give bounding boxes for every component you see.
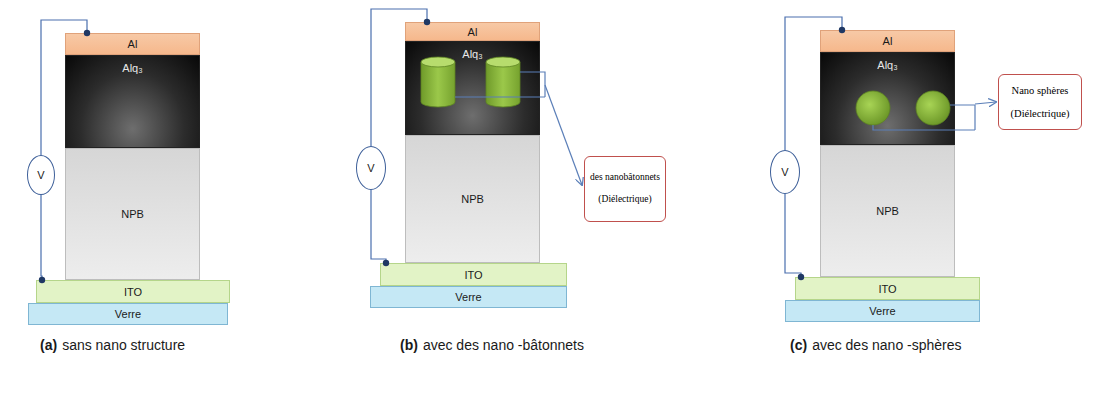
layer-label: NPB [876,205,899,217]
layer-label: Alq₃ [462,48,482,60]
layer-label: NPB [121,208,144,220]
layer-label: V [367,162,374,174]
layer-label: V [37,169,44,181]
layer-label: ITO [124,286,142,298]
glass-substrate: Verre [785,300,980,322]
hole-transport-layer: NPB [65,148,200,280]
callout-box: Nano sphères (Diélectrique) [998,74,1082,130]
emissive-layer: Alq₃ [65,55,200,148]
wire-path [371,190,386,263]
layer-label: Al [468,26,478,38]
layer-label: Verre [455,291,481,303]
anode-layer: ITO [380,263,567,286]
callout-text: des nanobâtonnets (Diélectrique) [588,167,662,211]
voltmeter: V [27,155,55,195]
figure-caption: (c) avec des nano -sphères [790,336,1020,355]
layer-label: Al [883,35,893,47]
voltmeter: V [356,146,386,190]
subfigure-letter: (c) [790,337,807,353]
layer-label: Alq₃ [877,59,897,71]
emissive-layer: Alq₃ [405,41,540,135]
figure-caption: (b) avec des nano -bâtonnets [400,336,630,355]
wire [785,194,804,280]
anode-layer: ITO [36,280,230,303]
layer-label: NPB [461,193,484,205]
caption-text: avec des nano -sphères [812,337,961,353]
hole-transport-layer: NPB [820,145,955,277]
layer-label: Al [128,38,138,50]
layer-label: Verre [869,305,895,317]
layer-label: V [781,166,788,178]
layer-label: Verre [115,308,141,320]
layer-label: Alq₃ [122,62,142,74]
anode-layer: ITO [795,277,980,300]
cathode-layer: Al [405,22,540,41]
caption-text: avec des nano -bâtonnets [423,337,584,353]
glass-substrate: Verre [28,303,228,325]
wire [39,195,45,283]
caption-text: sans nano structure [62,337,185,353]
cathode-layer: Al [65,33,200,55]
subfigure-letter: (b) [400,337,418,353]
wire-path [41,195,42,280]
voltmeter: V [770,150,800,194]
subfigure-letter: (a) [40,337,57,353]
wire [371,190,389,266]
layer-label: ITO [464,269,482,281]
figure-caption: (a) sans nano structure [40,336,205,355]
emissive-layer: Alq₃ [820,52,955,145]
hole-transport-layer: NPB [405,135,540,263]
callout-text: Nano sphères (Diélectrique) [1002,79,1078,125]
glass-substrate: Verre [370,286,567,308]
cathode-layer: Al [820,30,955,52]
callout-box: des nanobâtonnets (Diélectrique) [584,156,666,222]
wire-path [785,194,801,277]
layer-label: ITO [878,283,896,295]
